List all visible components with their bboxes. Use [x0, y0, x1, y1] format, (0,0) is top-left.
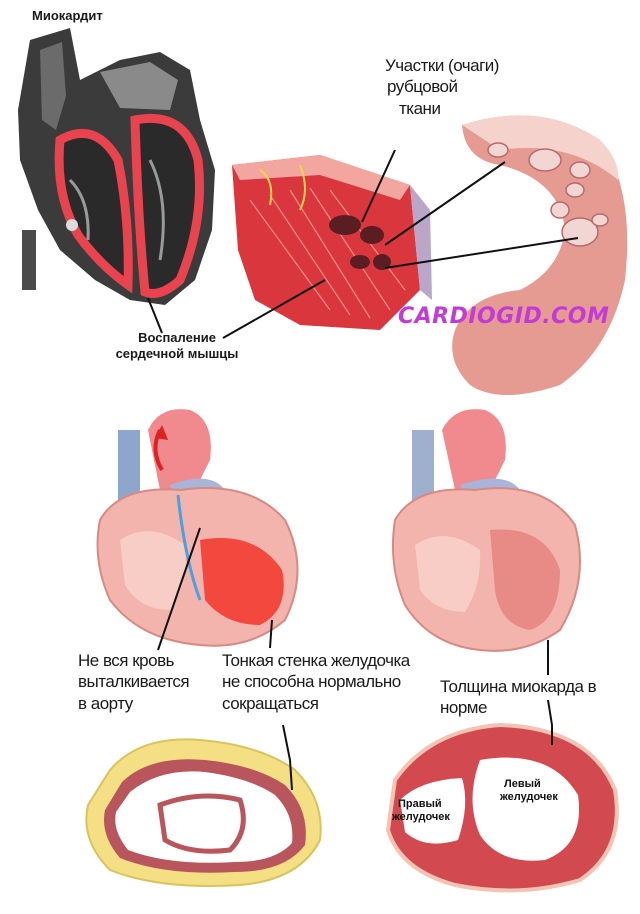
- pointer-lines-bottom: [157, 527, 553, 791]
- right-ventricle-line-2: желудочек: [392, 811, 450, 824]
- inflammation-label: Воспаление сердечной мышцы: [112, 330, 242, 363]
- normal-ventricle-cross-section-illustration: [385, 722, 619, 893]
- left-ventricle-line-1: Левый: [504, 778, 541, 790]
- thin-ventricle-cross-section-illustration: [85, 738, 322, 887]
- heart-cross-section-illustration: [18, 28, 215, 305]
- left-ventricle-line-2: желудочек: [500, 791, 558, 804]
- watermark-logo: CARDIOGID.COM: [398, 304, 610, 329]
- dilated-heart-illustration: [96, 409, 299, 647]
- inflammation-label-line-1: Воспаление: [138, 330, 216, 345]
- left-ventricle-label: Левый желудочек: [500, 778, 558, 804]
- normal-thickness-label: Толщина миокарда в норме: [440, 677, 597, 718]
- thin-wall-label-line-2: не способна нормально: [222, 672, 401, 692]
- scar-tissue-label: Участки (очаги) рубцовой ткани: [385, 55, 499, 119]
- blood-not-ejected-label: Не вся кровь выталкивается в аорту: [78, 650, 190, 714]
- diagram-title: Миокардит: [32, 8, 103, 23]
- inflammation-label-line-2: сердечной мышцы: [115, 346, 239, 362]
- thin-wall-label: Тонкая стенка желудочка не способна норм…: [222, 650, 410, 714]
- thin-wall-label-line-3: сокращаться: [222, 693, 319, 713]
- scar-label-line-2: рубцовой: [387, 77, 458, 97]
- thin-wall-label-line-1: Тонкая стенка желудочка: [222, 651, 410, 670]
- blood-label-line-3: в аорту: [78, 693, 133, 713]
- normal-heart-illustration: [391, 409, 581, 652]
- right-ventricle-line-1: Правый: [398, 798, 442, 810]
- pointer-lines-top: [147, 149, 579, 339]
- myocardium-segment-illustration: [452, 115, 628, 395]
- blood-label-line-1: Не вся кровь: [78, 651, 174, 670]
- scar-label-line-3: ткани: [399, 98, 441, 118]
- scar-label-line-1: Участки (очаги): [385, 56, 499, 75]
- blood-label-line-2: выталкивается: [78, 672, 190, 692]
- right-ventricle-label: Правый желудочек: [392, 798, 450, 824]
